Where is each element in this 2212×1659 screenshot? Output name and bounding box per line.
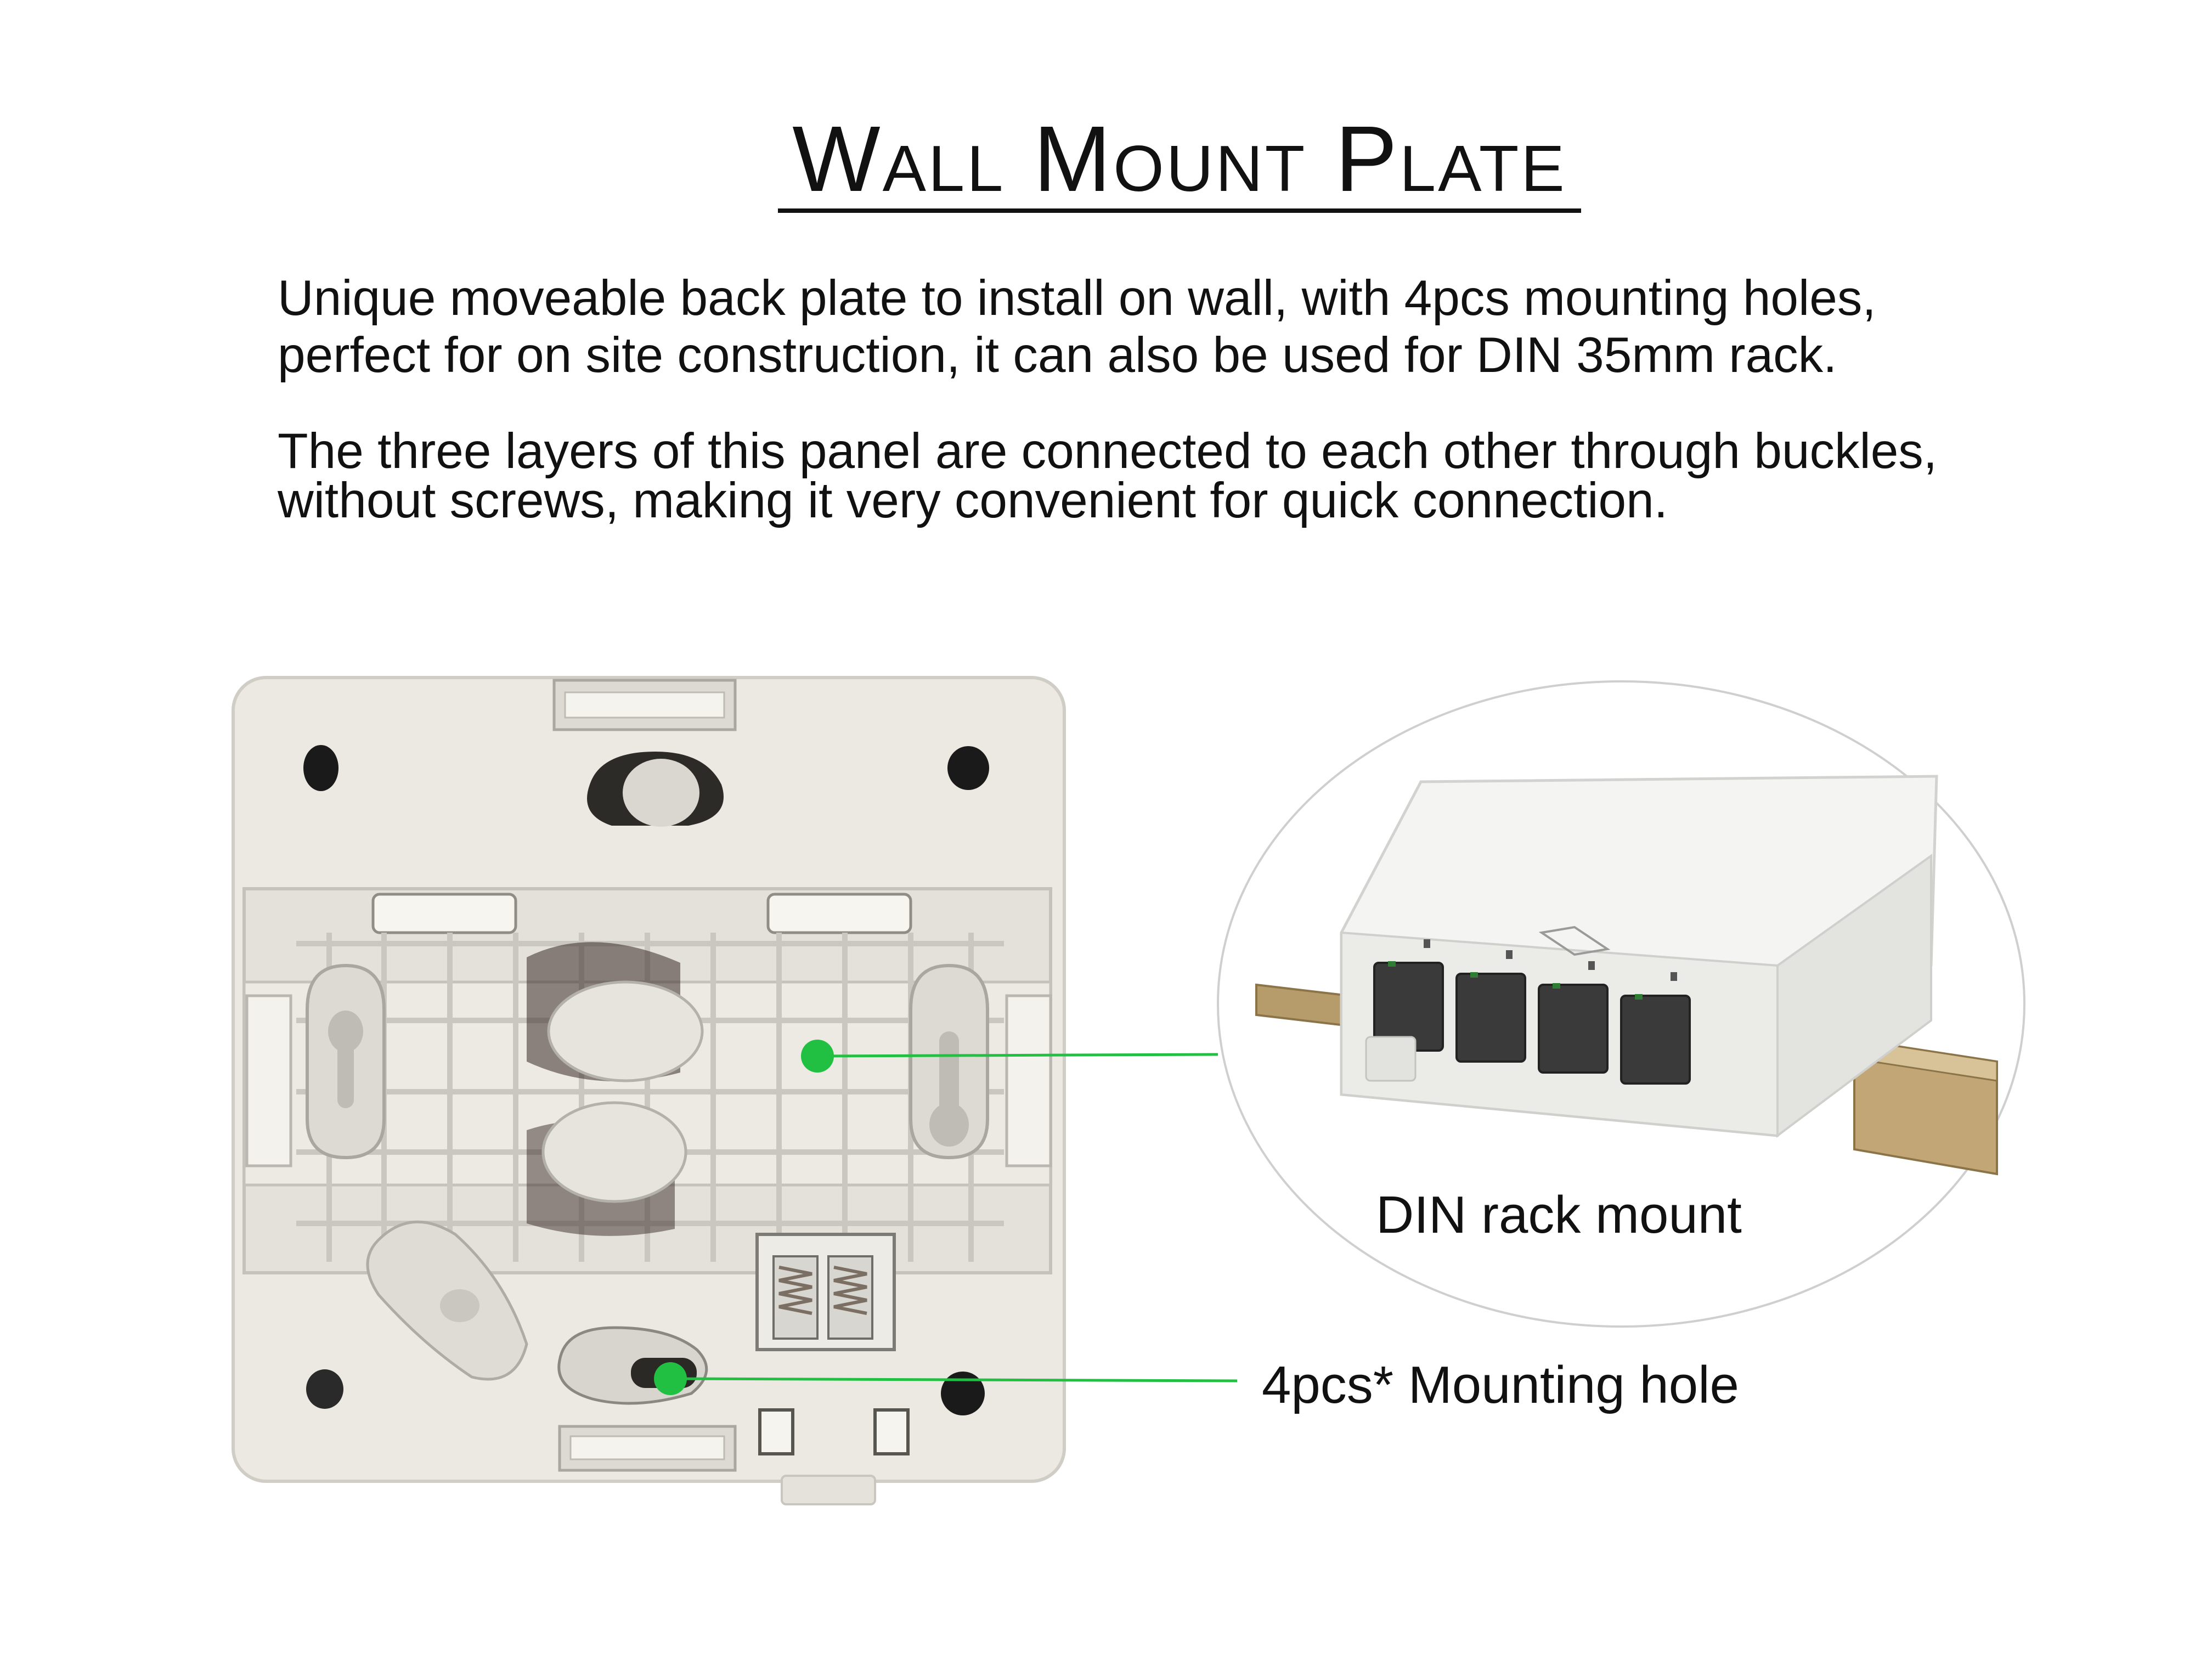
page-title: Wall Mount Plate (792, 107, 1567, 211)
intro-line-1: Unique moveable back plate to install on… (278, 270, 1876, 326)
mounting-hole-callout (654, 1362, 1238, 1395)
buckle-paragraph: The three layers of this panel are conne… (278, 424, 1938, 528)
intro-paragraph: Unique moveable back plate to install on… (278, 270, 1876, 384)
intro-line-2: perfect for on site construction, it can… (278, 328, 1837, 383)
din-rack-mount-inset (1217, 680, 2025, 1328)
buckle-line-1: The three layers of this panel are conne… (278, 424, 1938, 479)
buckle-line-2: without screws, making it very convenien… (278, 473, 1668, 528)
wall-mount-plate-image (232, 676, 1066, 1505)
title-underline (778, 208, 1581, 213)
mounting-hole-label: 4pcs* Mounting hole (1262, 1356, 1739, 1414)
din-rack-mount-label: DIN rack mount (1376, 1186, 1742, 1244)
din-rack-callout (801, 1040, 1218, 1073)
